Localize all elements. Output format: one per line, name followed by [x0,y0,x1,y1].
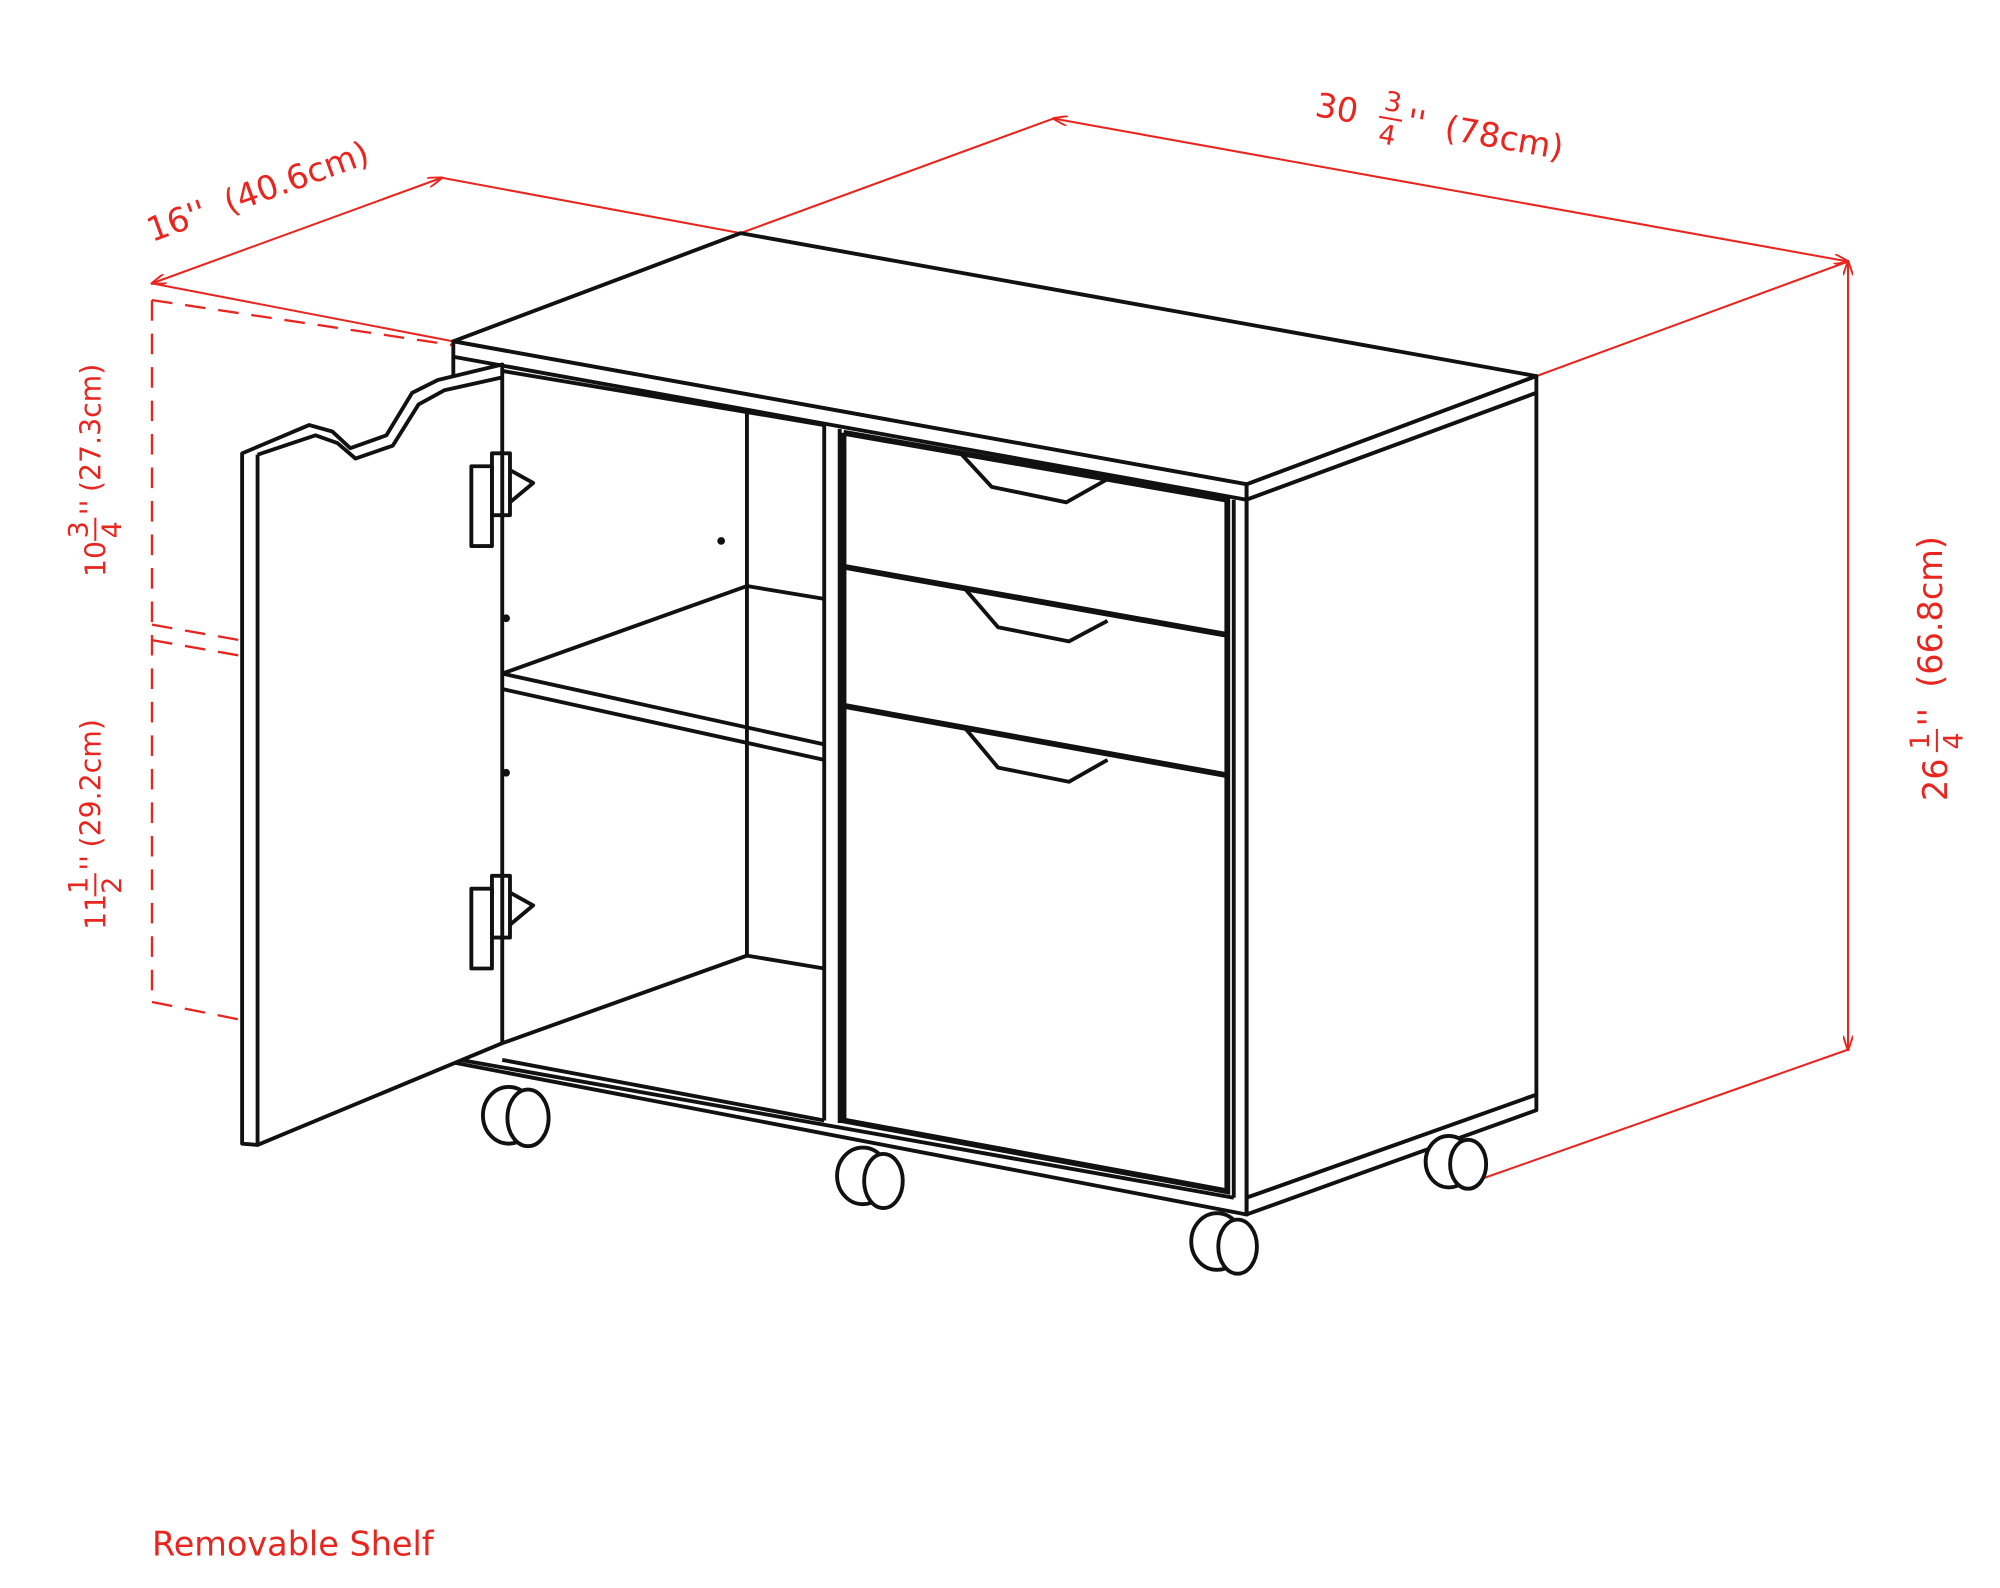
depth-label: 16'' (40.6cm) [141,133,374,250]
height-label: 26 1 4 '' (66.8cm) [1905,536,1969,801]
width-label: 30 3 4 '' (78cm) [1313,85,1567,167]
svg-text:11: 11 [80,894,113,930]
svg-text:(66.8cm): (66.8cm) [1911,536,1950,688]
removable-shelf [501,584,825,762]
svg-text:4: 4 [1376,119,1398,153]
svg-text:'': '' [1404,101,1429,143]
cabinet [240,231,1539,1276]
caster-wheel-icon [1189,1211,1259,1276]
svg-text:3: 3 [64,521,95,538]
svg-text:1: 1 [1905,732,1936,749]
width-dimension-arrow [1053,119,1848,262]
svg-text:'': '' [74,855,107,871]
svg-text:2: 2 [97,877,128,894]
upper-opening-label: 10 3 4 '' (27.3cm) [64,364,128,577]
caster-wheel-icon [1423,1133,1489,1191]
lower-opening-label: 11 1 2 '' (29.2cm) [64,719,128,930]
caster-wheel-icon [481,1085,551,1149]
svg-text:4: 4 [97,521,128,538]
drawer-fronts [840,429,1231,1195]
svg-text:(27.3cm): (27.3cm) [74,364,107,492]
hinge-icon [469,451,536,549]
svg-text:'': '' [1911,708,1950,726]
hinge-icon [469,873,536,971]
depth-dimension-arrow [152,178,442,284]
svg-text:1: 1 [64,877,95,894]
svg-text:(29.2cm): (29.2cm) [74,719,107,847]
open-door [240,362,536,1147]
svg-text:'': '' [74,500,107,516]
svg-text:26: 26 [1916,758,1955,801]
svg-text:10: 10 [80,541,113,577]
removable-shelf-note: Removable Shelf [152,1525,435,1564]
svg-text:30: 30 [1313,85,1362,131]
caster-wheel-icon [835,1145,905,1210]
svg-text:3: 3 [1382,86,1404,120]
svg-text:4: 4 [1939,732,1970,749]
svg-text:(78cm): (78cm) [1442,108,1567,167]
